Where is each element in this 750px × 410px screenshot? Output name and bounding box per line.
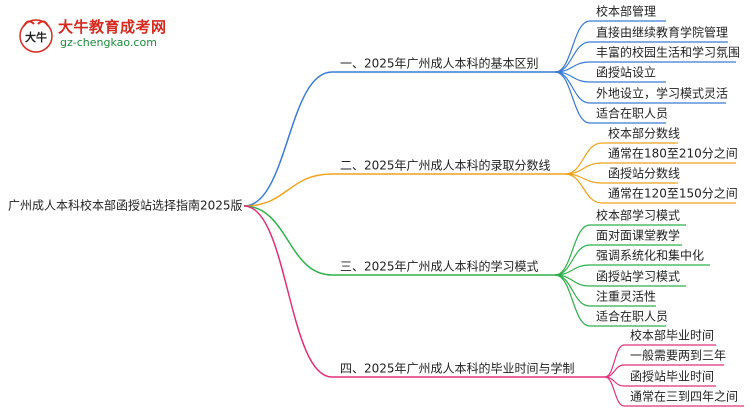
root-topic: 广州成人本科校本部函授站选择指南2025版: [8, 198, 243, 213]
logo-mark-text: 大牛: [25, 30, 47, 44]
leaf-topic: 函授站分数线: [608, 166, 680, 181]
leaf-topic: 注重灵活性: [596, 289, 656, 304]
branch-link: [243, 205, 333, 378]
leaf-topic: 强调系统化和集中化: [596, 248, 704, 263]
leaf-topic: 适合在职人员: [596, 309, 668, 324]
leaf-link: [604, 376, 625, 407]
leaf-topic: 校本部学习模式: [596, 208, 680, 223]
leaf-link: [564, 142, 603, 175]
leaf-link: [604, 344, 625, 378]
leaf-link: [554, 20, 591, 73]
branch-topic: 三、2025年广州成人本科的学习模式: [340, 259, 539, 274]
leaf-link: [554, 274, 591, 327]
leaf-topic: 通常在三到四年之间: [630, 390, 738, 404]
leaf-link: [554, 224, 591, 276]
branch-link: [243, 173, 333, 207]
branch-topic: 四、2025年广州成人本科的毕业时间与学制: [340, 361, 575, 376]
leaf-topic: 直接由继续教育学院管理: [596, 25, 728, 40]
leaf-topic: 一般需要两到三年: [630, 348, 726, 363]
leaf-topic: 函授站毕业时间: [630, 369, 714, 384]
leaf-link: [554, 71, 591, 124]
branch-link: [243, 205, 333, 276]
site-logo[interactable]: 大牛 大牛教育成考网 gz-chengkao.com: [18, 14, 188, 58]
leaf-topic: 丰富的校园生活和学习氛围: [596, 45, 740, 60]
leaf-topic: 函授站设立: [596, 65, 656, 80]
leaf-topic: 函授站学习模式: [596, 269, 680, 284]
leaf-topic: 面对面课堂教学: [596, 228, 680, 243]
branch-topic: 一、2025年广州成人本科的基本区别: [340, 56, 539, 71]
branch-link: [243, 71, 333, 207]
leaf-link: [564, 173, 603, 204]
leaf-topic: 通常在180至210分之间: [608, 147, 738, 161]
leaf-topic: 校本部管理: [596, 4, 656, 19]
leaf-topic: 适合在职人员: [596, 106, 668, 121]
logo-url[interactable]: gz-chengkao.com: [60, 36, 157, 49]
branch-topic: 二、2025年广州成人本科的录取分数线: [340, 158, 551, 173]
leaf-topic: 校本部分数线: [608, 126, 680, 141]
leaf-topic: 校本部毕业时间: [630, 328, 714, 343]
bull-logo-icon: 大牛: [19, 19, 53, 53]
leaf-topic: 通常在120至150分之间: [608, 187, 738, 201]
logo-title: 大牛教育成考网: [58, 18, 167, 36]
leaf-topic: 外地设立，学习模式灵活: [596, 86, 728, 101]
